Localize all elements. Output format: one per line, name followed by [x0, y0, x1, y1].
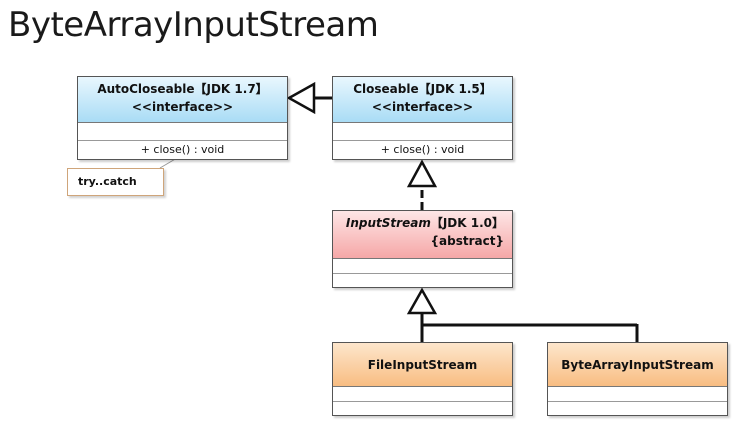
- inputstream-class-box: InputStream【JDK 1.0】 {abstract}: [332, 210, 513, 288]
- fileinputstream-attributes: [333, 387, 512, 402]
- autocloseable-attributes: [78, 123, 287, 141]
- autocloseable-stereotype: <<interface>>: [131, 100, 234, 114]
- page-title: ByteArrayInputStream: [8, 5, 379, 45]
- fileinputstream-methods: [333, 402, 512, 415]
- bytearrayinputstream-class-box: ByteArrayInputStream: [547, 342, 728, 416]
- inputstream-version: 【JDK 1.0】: [430, 216, 504, 230]
- inputstream-methods: [333, 274, 512, 288]
- bytearrayinputstream-header: ByteArrayInputStream: [548, 343, 727, 387]
- closeable-header: Closeable【JDK 1.5】 <<interface>>: [333, 77, 512, 123]
- closeable-attributes: [333, 123, 512, 141]
- fileinputstream-header: FileInputStream: [333, 343, 512, 387]
- closeable-stereotype: <<interface>>: [371, 100, 474, 114]
- try-catch-note-text: try..catch: [78, 175, 137, 188]
- bytearrayinputstream-attributes: [548, 387, 727, 402]
- subclasses-to-inputstream-arrowhead: [406, 287, 438, 315]
- fileinputstream-name: FileInputStream: [367, 357, 478, 372]
- inputstream-stereotype: {abstract}: [430, 234, 504, 248]
- autocloseable-class-box: AutoCloseable【JDK 1.7】 <<interface>> + c…: [77, 76, 288, 160]
- closeable-class-box: Closeable【JDK 1.5】 <<interface>> + close…: [332, 76, 513, 160]
- autocloseable-method: + close() : void: [140, 143, 225, 156]
- inputstream-name: InputStream: [345, 216, 431, 230]
- closeable-method: + close() : void: [380, 143, 465, 156]
- autocloseable-header: AutoCloseable【JDK 1.7】 <<interface>>: [78, 77, 287, 123]
- bytearrayinputstream-name: ByteArrayInputStream: [561, 357, 714, 372]
- closeable-name: Closeable【JDK 1.5】: [353, 82, 492, 96]
- inputstream-header: InputStream【JDK 1.0】 {abstract}: [333, 211, 512, 259]
- closeable-to-autocloseable-arrowhead: [286, 81, 316, 115]
- bytearrayinputstream-methods: [548, 402, 727, 415]
- try-catch-note: try..catch: [67, 168, 164, 196]
- autocloseable-name: AutoCloseable【JDK 1.7】: [97, 82, 268, 96]
- fileinputstream-class-box: FileInputStream: [332, 342, 513, 416]
- inputstream-attributes: [333, 259, 512, 274]
- inputstream-to-closeable-arrowhead: [406, 159, 438, 188]
